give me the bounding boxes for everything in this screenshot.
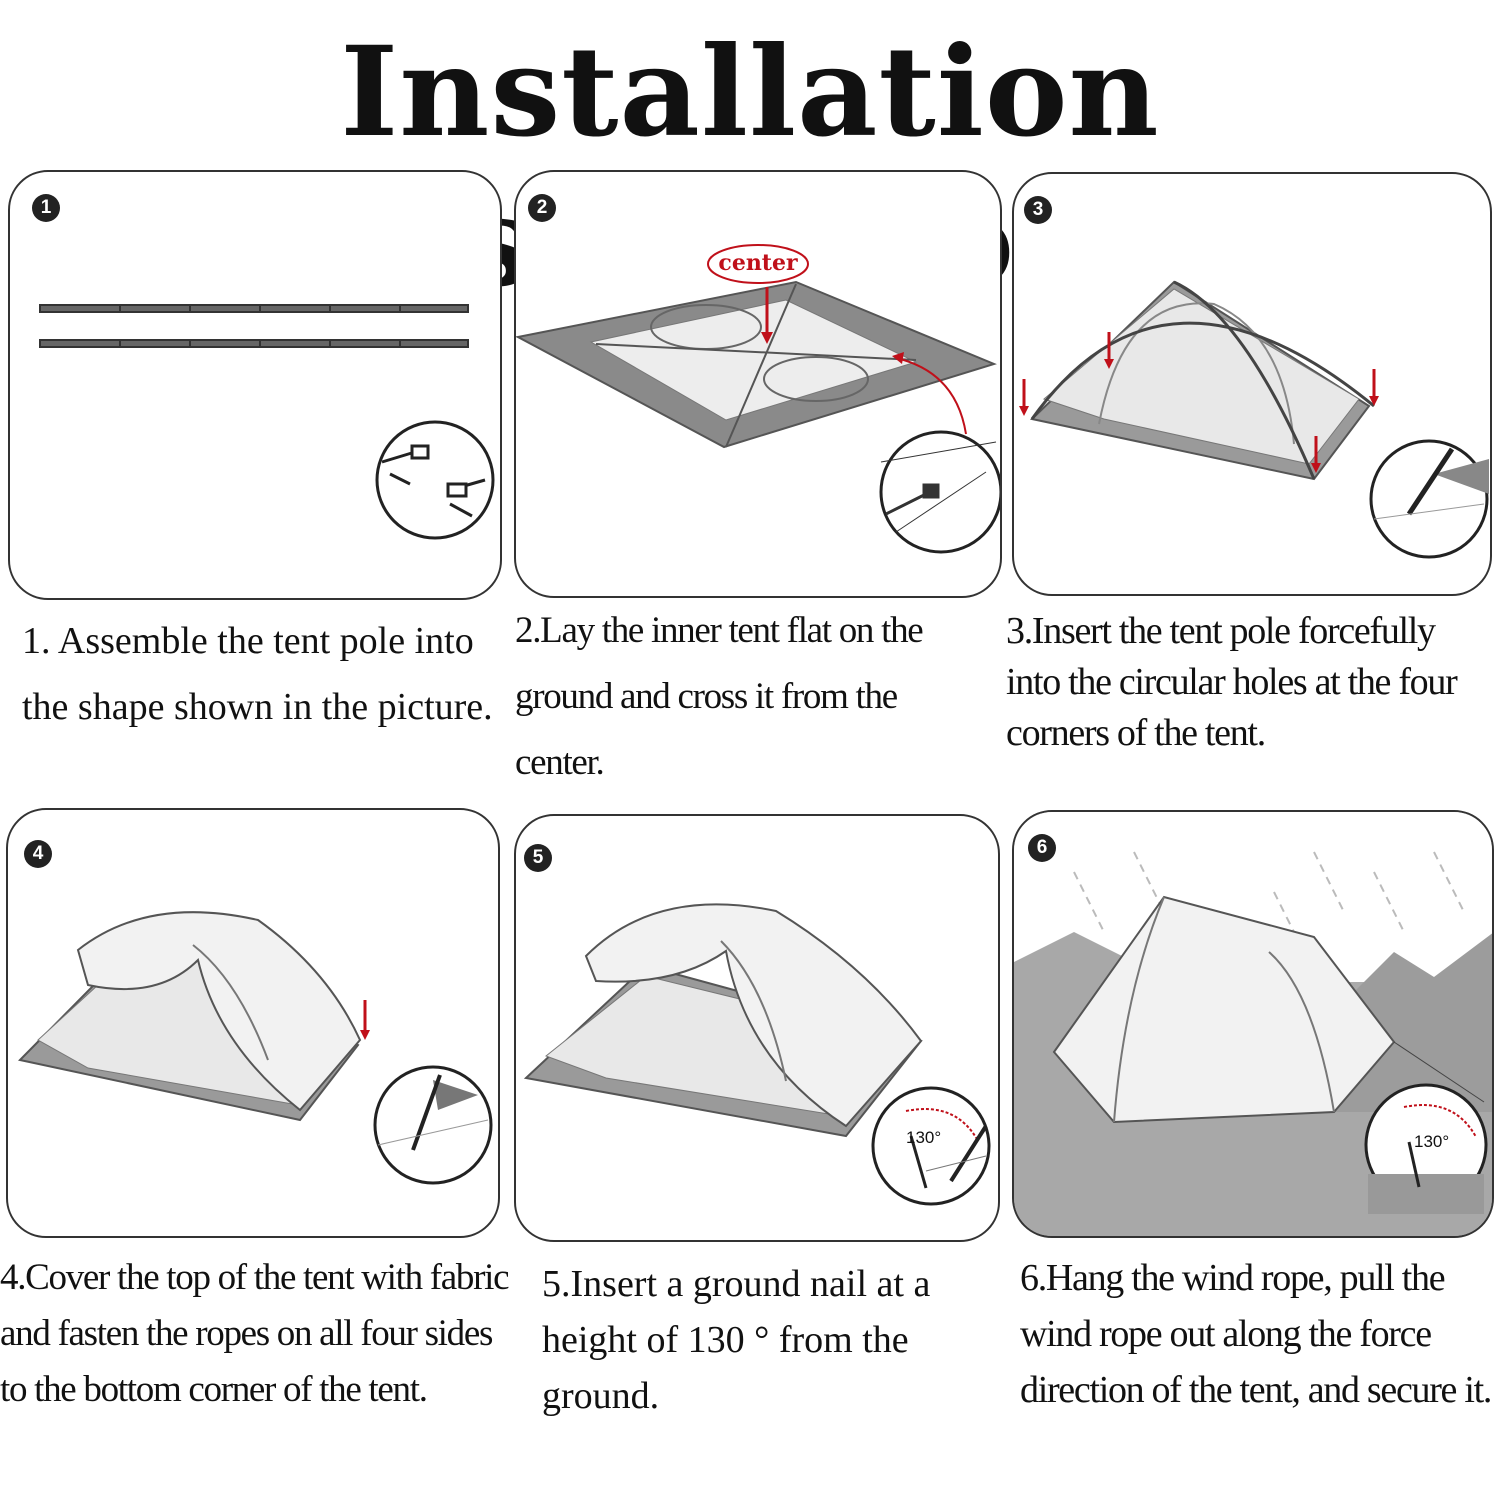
step-6-angle-label: 130°	[1414, 1132, 1450, 1151]
step-4-panel: 4	[6, 808, 500, 1238]
step-1-panel: 1	[8, 170, 502, 600]
step-4-number-badge: 4	[24, 840, 52, 868]
ground-nail-illustration	[523, 903, 991, 1206]
tent-pole-illustration	[39, 304, 495, 540]
step-1-number-badge: 1	[32, 194, 60, 222]
step-5-caption: 5.Insert a ground nail at a height of 13…	[542, 1263, 931, 1417]
step-5-angle-label: 130°	[906, 1128, 942, 1147]
step-2-caption: 2.Lay the inner tent flat on the ground …	[515, 610, 924, 783]
inner-tent-flat-illustration	[516, 244, 1000, 554]
tent-pole-insert-illustration	[1019, 280, 1489, 559]
step-5-panel: 5 130°	[514, 814, 1000, 1242]
step-5-number-badge: 5	[524, 844, 552, 872]
step-4-caption: 4.Cover the top of the tent with fabric …	[0, 1257, 510, 1410]
step-6-panel: 6 130°	[1012, 810, 1494, 1238]
step-2-panel: 2 center	[514, 170, 1002, 598]
step-6-caption: 6.Hang the wind rope, pull the wind rope…	[1020, 1257, 1492, 1411]
step-3-caption: 3.Insert the tent pole forcefully into t…	[1006, 610, 1458, 754]
step-3-panel: 3	[1012, 172, 1492, 596]
step-2-number-badge: 2	[528, 194, 556, 222]
step-3-number-badge: 3	[1024, 196, 1052, 224]
step-1-caption: 1. Assemble the tent pole into the shape…	[22, 620, 493, 728]
center-label: center	[718, 250, 798, 276]
rainfly-cover-illustration	[18, 911, 493, 1185]
step-6-number-badge: 6	[1028, 834, 1056, 862]
wind-rope-illustration	[1014, 812, 1492, 1236]
